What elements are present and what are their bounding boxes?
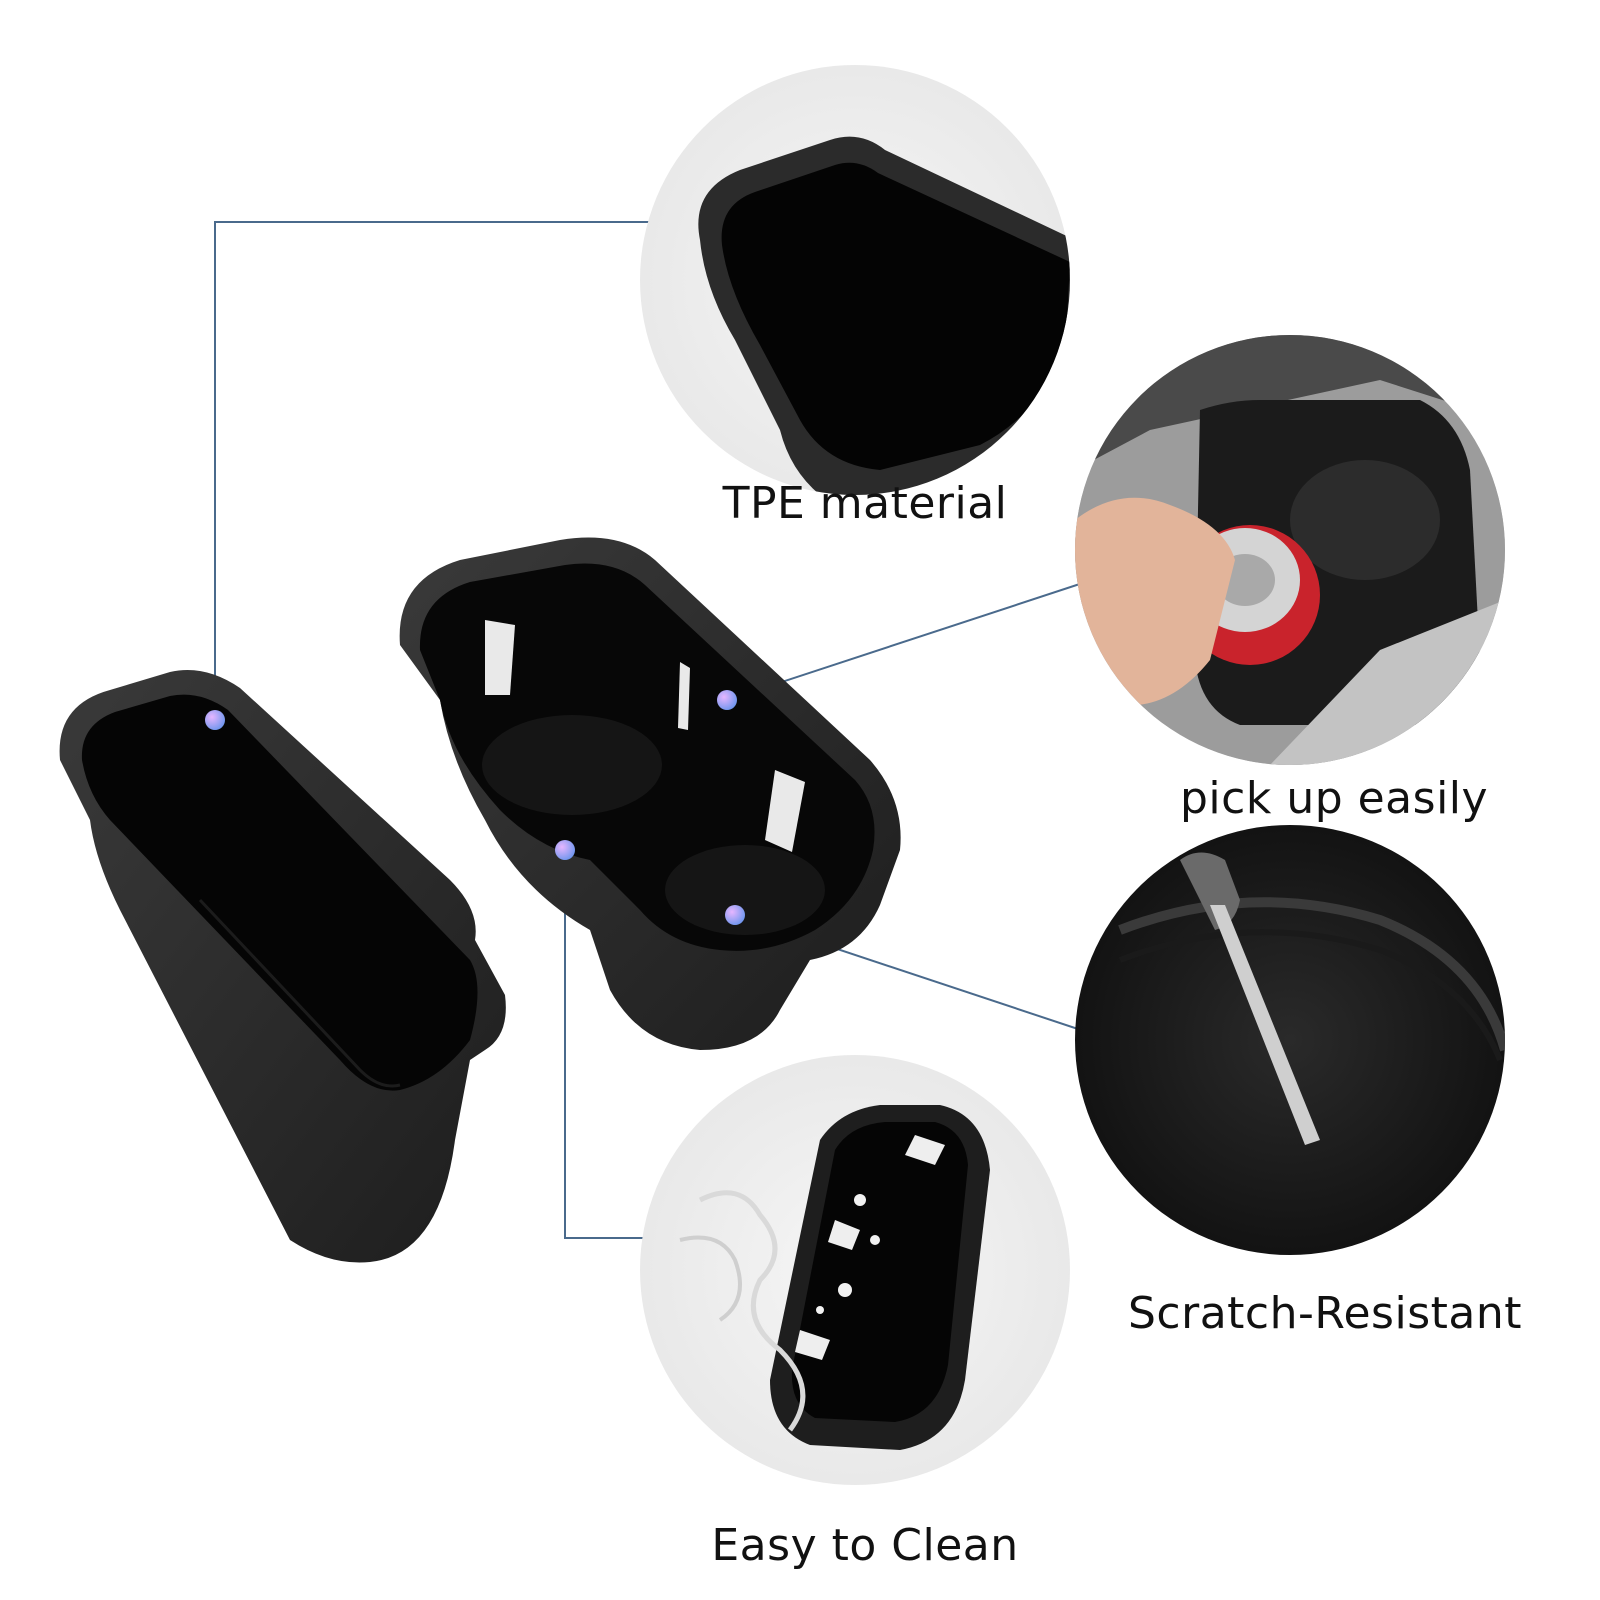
marker-dots bbox=[205, 690, 745, 925]
caption-easy-to-clean: Easy to Clean bbox=[711, 1520, 1019, 1571]
feature-circle-clean bbox=[640, 1055, 1070, 1485]
marker-dot-scratch bbox=[725, 905, 745, 925]
connector-tpe bbox=[214, 221, 665, 710]
connector-pick bbox=[726, 577, 1099, 701]
caption-pick-up-easily: pick up easily bbox=[1180, 773, 1489, 824]
feature-circle-scratch bbox=[1075, 825, 1505, 1255]
caption-scratch-resistant: Scratch-Resistant bbox=[1128, 1288, 1522, 1339]
caption-tpe-material: TPE material bbox=[722, 478, 1008, 529]
connector-clean bbox=[564, 855, 665, 1239]
feature-circle-pick bbox=[1075, 335, 1505, 765]
feature-circle-tpe bbox=[640, 65, 1070, 495]
marker-dot-pick bbox=[717, 690, 737, 710]
marker-dot-clean bbox=[555, 840, 575, 860]
marker-dot-tpe bbox=[205, 710, 225, 730]
single-storage-box bbox=[59, 670, 506, 1263]
double-cup-holder bbox=[399, 537, 901, 1050]
